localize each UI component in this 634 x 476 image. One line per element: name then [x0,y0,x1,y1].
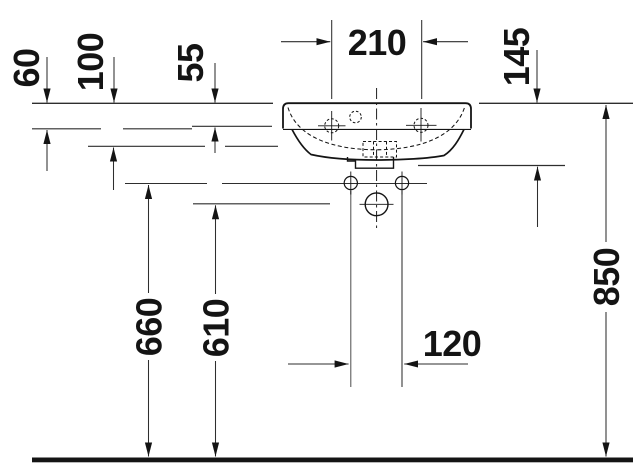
rim-hole-left [318,111,346,141]
dim-label-55: 55 [170,43,211,83]
dim-label-120: 120 [423,323,482,364]
drain-pipe-dashed [362,141,397,158]
dim-label-145: 145 [496,27,537,86]
dim-label-210: 210 [348,22,407,63]
dim-label-660: 660 [128,298,169,357]
rim-hole-right [406,108,437,142]
dim-label-610: 610 [195,299,236,358]
basin-body-outline [291,129,465,161]
reference-lines [32,102,633,205]
washbasin [282,88,472,228]
tap-hole-dashed [349,110,362,124]
dimension-lines [43,20,610,457]
dimension-labels: 210 120 60 100 55 145 660 610 850 [6,22,627,364]
dim-label-100: 100 [70,33,111,92]
dim-label-60: 60 [6,48,47,87]
dim-label-850: 850 [586,248,627,307]
floor-line [32,457,633,463]
basin-inner-bowl-dashed [287,107,465,151]
drain-trap-outline [346,157,395,169]
